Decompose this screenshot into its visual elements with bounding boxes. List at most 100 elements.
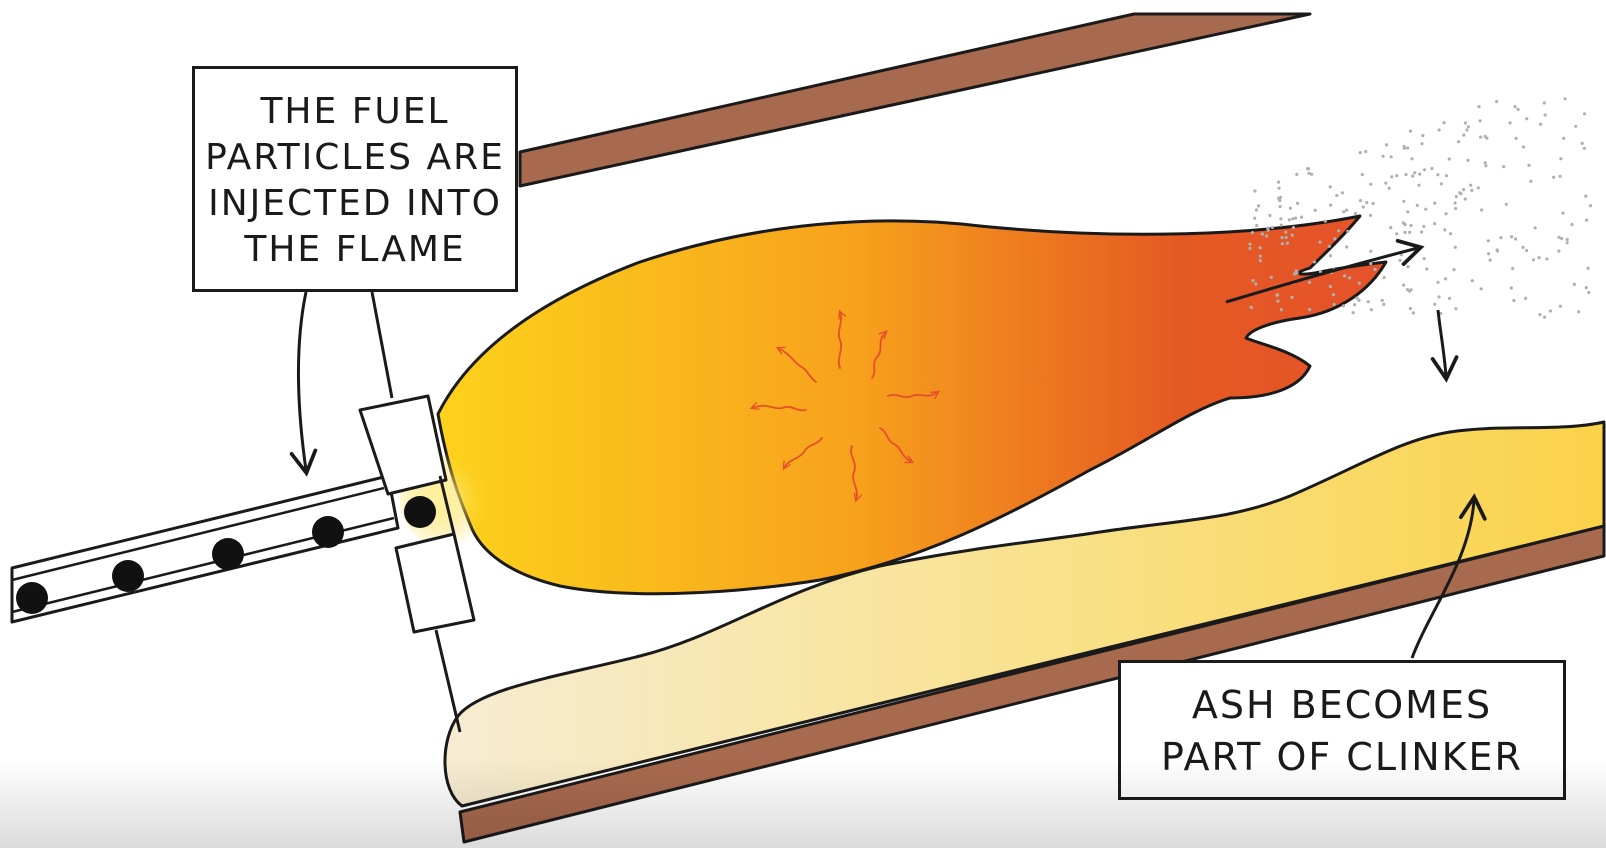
ash-dot (1308, 308, 1312, 312)
ash-dot (1444, 277, 1448, 281)
ash-dot (1514, 136, 1518, 140)
ash-dot (1340, 191, 1344, 195)
ash-dot (1406, 210, 1410, 214)
ash-dot (1346, 229, 1350, 233)
ash-dot (1454, 206, 1458, 211)
ash-dot (1422, 224, 1426, 228)
ash-dot (1310, 172, 1314, 176)
ash-dot (1511, 266, 1515, 271)
ash-dot (1448, 232, 1453, 236)
flame-exit-arrow-icon (1225, 238, 1425, 304)
pipe-tube (10, 474, 400, 624)
ash-dot (1480, 208, 1484, 212)
ash-dot (1543, 113, 1547, 117)
ash-dot (1433, 201, 1437, 205)
ash-dot (1586, 266, 1590, 270)
ash-dot (1413, 171, 1417, 175)
ash-dot (1254, 208, 1258, 212)
ash-dot (1384, 143, 1389, 147)
ash-dot (1299, 215, 1304, 219)
ash-dot (1524, 296, 1528, 300)
ash-dot (1485, 136, 1489, 140)
ash-dot (1409, 288, 1413, 292)
ash-dot (1418, 172, 1422, 176)
ash-dot (1369, 182, 1373, 186)
ash-dot (1402, 146, 1406, 150)
ash-dot (1313, 208, 1317, 212)
ash-dot (1343, 274, 1347, 278)
ash-dot (1280, 235, 1284, 240)
ash-dot (1580, 141, 1584, 145)
ash-dot (1277, 180, 1281, 184)
ash-dot (1409, 223, 1413, 228)
ash-dot (1384, 181, 1388, 185)
ash-dot (1332, 302, 1336, 307)
ash-dot (1408, 129, 1413, 133)
pipe-inner-line (11, 486, 385, 582)
ash-dot (1402, 199, 1406, 203)
ash-dot (1406, 265, 1410, 269)
ash-dot (1417, 183, 1421, 187)
ash-dot (1425, 267, 1429, 271)
ash-dot (1424, 207, 1428, 211)
fuel-callout-line: PARTICLES ARE (205, 137, 505, 178)
ash-dot (1290, 233, 1294, 237)
ash-callout-arrow-icon (1410, 493, 1487, 659)
ash-dot (1582, 146, 1586, 150)
ash-dot (1437, 128, 1441, 132)
ash-dot (1433, 222, 1437, 226)
fuel-callout-line: THE FLAME (244, 229, 466, 270)
ash-dot (1439, 311, 1443, 316)
ash-dot (1466, 158, 1470, 162)
ash-dot (1563, 97, 1567, 101)
ash-dot (1270, 225, 1274, 230)
ash-dot (1422, 257, 1426, 261)
ash-dot (1584, 286, 1588, 290)
ash-dot (1254, 282, 1258, 286)
ash-dot (1291, 225, 1295, 230)
ash-dot (1345, 245, 1349, 249)
ash-dot (1381, 154, 1385, 158)
ash-dot (1447, 296, 1452, 300)
ash-dot (1436, 173, 1440, 177)
ash-dot (1253, 189, 1257, 193)
fuel-callout-arrow-icon (289, 291, 318, 477)
ash-dot (1408, 306, 1412, 311)
ash-dot (1415, 203, 1419, 207)
ash-dot (1479, 135, 1483, 139)
ash-dot (1512, 298, 1516, 303)
ash-dot (1357, 298, 1361, 302)
ash-dot (1251, 279, 1255, 283)
burner-pipe (10, 394, 476, 634)
ash-dot (1562, 136, 1566, 140)
ash-dot (1288, 206, 1292, 210)
ash-dot (1509, 286, 1513, 290)
ash-dot (1444, 212, 1448, 216)
ash-dot (1557, 235, 1561, 239)
ash-dot (1484, 164, 1488, 168)
ash-dot (1285, 241, 1290, 245)
fuel-particle-icon (112, 560, 144, 592)
ash-dot (1341, 304, 1345, 308)
ash-dot (1582, 112, 1587, 116)
ash-dot (1353, 303, 1357, 307)
ash-dot (1411, 311, 1415, 315)
ash-dot (1279, 223, 1283, 227)
ash-dot (1462, 133, 1466, 137)
ash-dot (1357, 281, 1361, 285)
heat-arrow (850, 445, 863, 503)
ash-dot (1323, 219, 1327, 223)
heat-arrow (887, 390, 941, 400)
ash-dot (1290, 295, 1294, 299)
ash-dot (1483, 161, 1487, 165)
ash-dot (1560, 237, 1564, 241)
ash-dot (1433, 302, 1437, 306)
ash-dot (1258, 246, 1262, 250)
ash-dot (1253, 216, 1257, 220)
ash-dot (1328, 254, 1333, 258)
ash-dot (1293, 216, 1298, 220)
ash-dot (1268, 213, 1272, 218)
ash-dot (1358, 151, 1362, 155)
ash-dot (1585, 218, 1589, 222)
